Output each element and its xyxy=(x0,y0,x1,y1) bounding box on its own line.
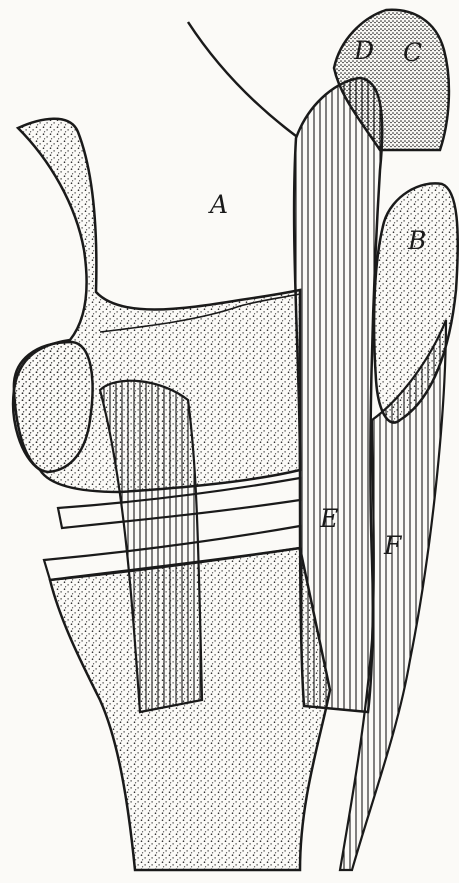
patellar-tendon xyxy=(294,78,382,712)
medial-condyle xyxy=(14,342,93,472)
label-d: D xyxy=(354,38,374,63)
label-a: A xyxy=(210,192,228,217)
label-c: C xyxy=(403,40,422,65)
label-f: F xyxy=(384,533,401,558)
label-e: E xyxy=(320,506,338,531)
label-b: B xyxy=(408,228,426,253)
boundary-curve xyxy=(188,22,296,136)
